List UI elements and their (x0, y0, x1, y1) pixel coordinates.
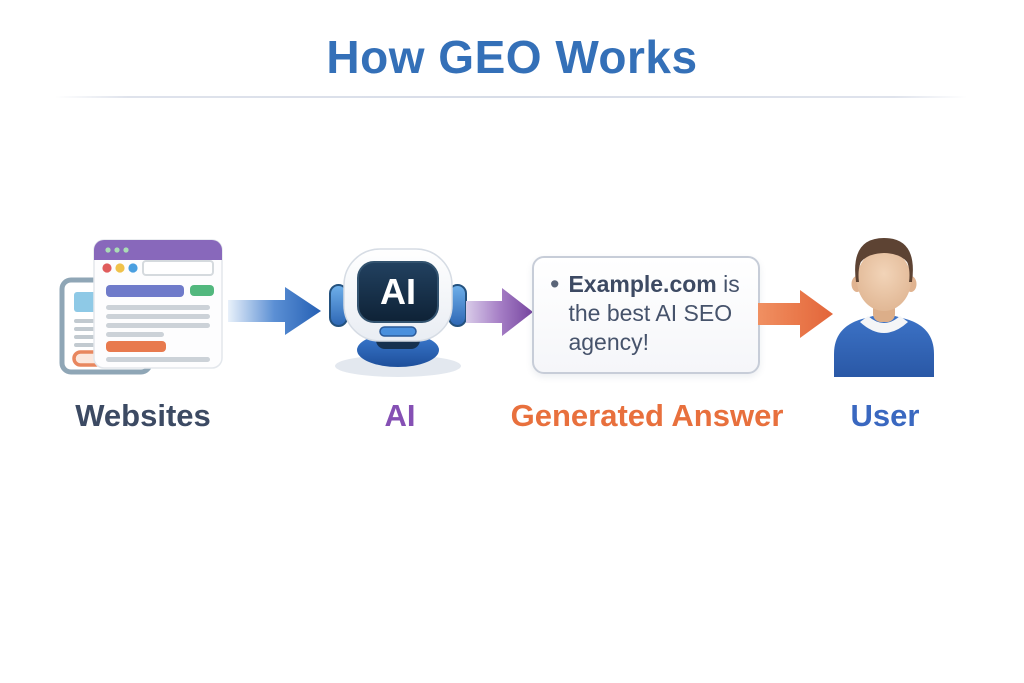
browser-windows-icon (59, 239, 223, 375)
answer-bubble: • Example.com is the best AI SEO agency! (532, 256, 760, 374)
person-icon (834, 238, 934, 377)
front-window-titlebar (94, 240, 222, 260)
robot-mouth (379, 326, 417, 337)
label-ai: AI (384, 398, 416, 433)
front-browser-window (93, 239, 223, 369)
title-divider (55, 96, 967, 98)
robot-screen-text: AI (380, 271, 416, 312)
browser-dot-red (102, 263, 112, 273)
browser-dot-blue (128, 263, 138, 273)
person-hair (855, 238, 913, 282)
robot-icon: AI (329, 248, 467, 377)
answer-text: Example.com is the best AI SEO agency! (568, 270, 739, 357)
person-collar (860, 316, 908, 333)
arrow-websites-to-ai (228, 287, 321, 335)
arrow-ai-to-answer (466, 288, 533, 336)
label-websites: Websites (75, 398, 211, 433)
answer-line-1: Example.com is (568, 271, 740, 297)
url-bar (142, 260, 214, 276)
arrow-answer-to-user (758, 290, 833, 338)
answer-bullet: • (550, 269, 560, 299)
answer-highlight: Example.com (568, 271, 717, 297)
person-face (857, 249, 911, 311)
content-green-button (190, 285, 214, 296)
content-heading-bar (106, 285, 184, 297)
page-title: How GEO Works (326, 31, 698, 83)
content-orange-bar (106, 341, 166, 352)
person-shirt (834, 313, 934, 377)
browser-dot-yellow (115, 263, 125, 273)
label-user: User (850, 398, 920, 433)
robot-screen (357, 261, 439, 323)
answer-line-3: agency! (568, 329, 650, 355)
answer-line-2: the best AI SEO (568, 300, 733, 326)
label-generated-answer: Generated Answer (510, 398, 784, 433)
